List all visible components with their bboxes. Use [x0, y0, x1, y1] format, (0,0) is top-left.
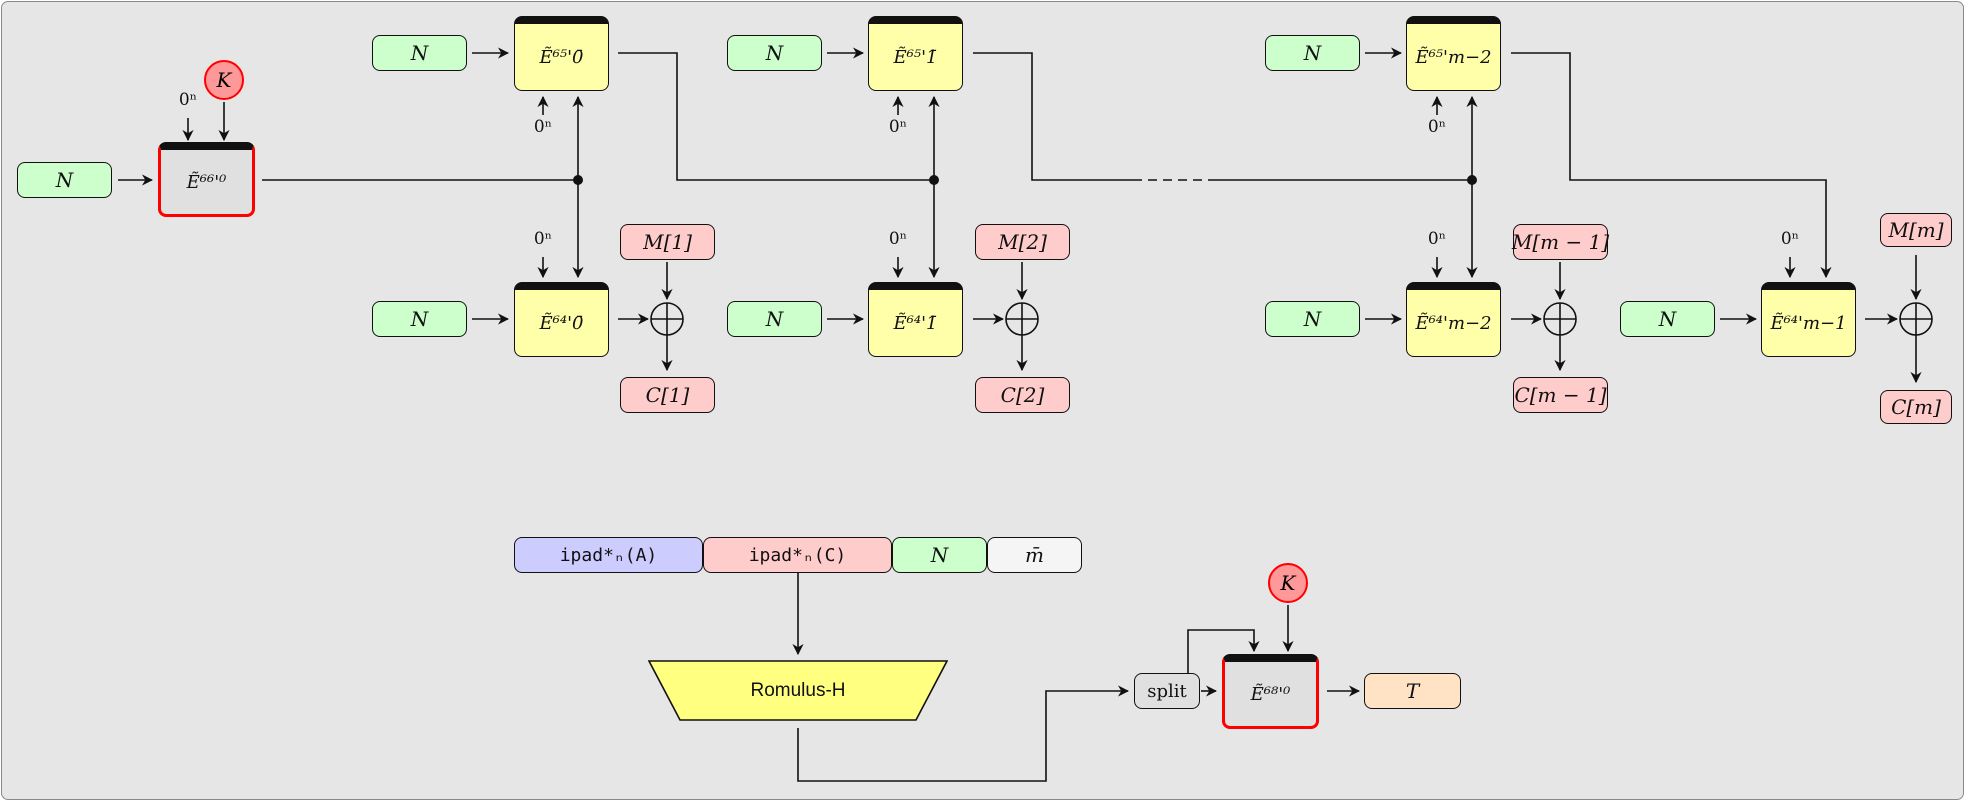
- ciphertext-box-2: C[2]: [975, 377, 1070, 413]
- junction-dot-1: [573, 175, 583, 185]
- key-circle-init: K: [204, 60, 244, 100]
- nonce-box-hash: N: [892, 537, 987, 573]
- junction-dot-2: [929, 175, 939, 185]
- message-box-3: M[m − 1]: [1512, 224, 1609, 260]
- tbc-block-l2: Ẽ⁶⁴'1̄: [868, 282, 963, 357]
- nonce-box-init: N: [17, 162, 112, 198]
- mbar-box: m̄: [987, 537, 1082, 573]
- tbc-block-l3: Ẽ⁶⁴'m−2: [1406, 282, 1501, 357]
- tbc-block-u2: Ẽ⁶⁵'1̄: [868, 16, 963, 91]
- ad-padding-box: ipad*ₙ(A): [514, 537, 703, 573]
- ct-padding-box: ipad*ₙ(C): [703, 537, 892, 573]
- zero-label-l2: 0ⁿ: [888, 229, 908, 249]
- tbc-block-l4: Ẽ⁶⁴'m−1: [1761, 282, 1856, 357]
- message-box-4: M[m]: [1880, 213, 1952, 247]
- tbc-block-l1: Ẽ⁶⁴'0̄: [514, 282, 609, 357]
- zero-label-init: 0ⁿ: [178, 90, 198, 110]
- tag-box: T: [1364, 673, 1461, 709]
- zero-label-u3: 0ⁿ: [1427, 117, 1447, 137]
- nonce-box-u3: N: [1265, 35, 1360, 71]
- tbc-block-init: Ẽ⁶⁶'⁰: [158, 142, 255, 217]
- nonce-box-l3: N: [1265, 301, 1360, 337]
- tbc-block-u3: Ẽ⁶⁵'m−2: [1406, 16, 1501, 91]
- hash-function-shape: [648, 660, 948, 721]
- ciphertext-box-4: C[m]: [1880, 390, 1952, 424]
- zero-label-u1: 0ⁿ: [533, 117, 553, 137]
- nonce-box-l2: N: [727, 301, 822, 337]
- nonce-box-l1: N: [372, 301, 467, 337]
- tbc-block-final: Ẽ⁶⁸'⁰: [1222, 654, 1319, 729]
- nonce-box-l4: N: [1620, 301, 1715, 337]
- wire-split-tweak: [1187, 629, 1260, 673]
- zero-label-l4: 0ⁿ: [1780, 229, 1800, 249]
- wire-u2-out: [973, 52, 1133, 181]
- zero-label-l1: 0ⁿ: [533, 229, 553, 249]
- split-box: split: [1134, 673, 1200, 709]
- wire-hash-split: [797, 685, 1130, 782]
- nonce-box-u2: N: [727, 35, 822, 71]
- zero-label-u2: 0ⁿ: [888, 117, 908, 137]
- ciphertext-box-1: C[1]: [620, 377, 715, 413]
- tbc-block-u1: Ẽ⁶⁵'0̄: [514, 16, 609, 91]
- ciphertext-box-3: C[m − 1]: [1513, 377, 1608, 413]
- message-box-2: M[2]: [975, 224, 1070, 260]
- key-circle-final: K: [1268, 563, 1308, 603]
- nonce-box-u1: N: [372, 35, 467, 71]
- wire-u1-out: [618, 52, 934, 181]
- junction-dot-3: [1467, 175, 1477, 185]
- zero-label-l3: 0ⁿ: [1427, 229, 1447, 249]
- message-box-1: M[1]: [620, 224, 715, 260]
- hash-function-label: Romulus-H: [750, 679, 846, 701]
- wire-u3-out: [1511, 52, 1832, 279]
